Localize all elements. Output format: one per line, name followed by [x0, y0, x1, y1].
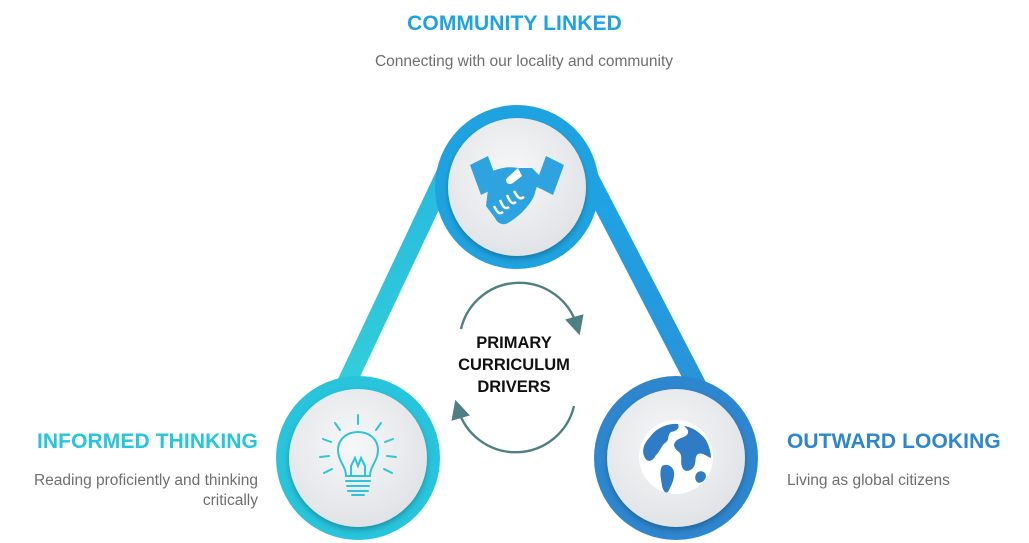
node-informed-thinking — [276, 376, 440, 540]
cycle-arrow-top — [459, 281, 584, 336]
node-description-outward-looking: Living as global citizens — [787, 472, 950, 489]
node-description-community-linked: Connecting with our locality and communi… — [374, 53, 674, 70]
node-description-informed-thinking: Reading proficiently and thinking critic… — [33, 472, 258, 509]
node-title-informed-thinking: INFORMED THINKING — [36, 430, 258, 453]
globe-icon — [639, 420, 713, 494]
node-outward-looking — [594, 376, 758, 540]
lightbulb-icon — [319, 414, 397, 496]
node-title-community-linked: COMMUNITY LINKED — [407, 12, 622, 35]
center-label-line-3: DRIVERS — [477, 378, 551, 396]
node-title-outward-looking: OUTWARD LOOKING — [787, 430, 1001, 453]
handshake-icon — [470, 156, 564, 225]
node-community-linked — [435, 105, 599, 269]
center-label-line-2: CURRICULUM — [458, 356, 570, 374]
cycle-arrow-bottom — [451, 399, 576, 454]
center-label-line-1: PRIMARY — [476, 334, 552, 352]
